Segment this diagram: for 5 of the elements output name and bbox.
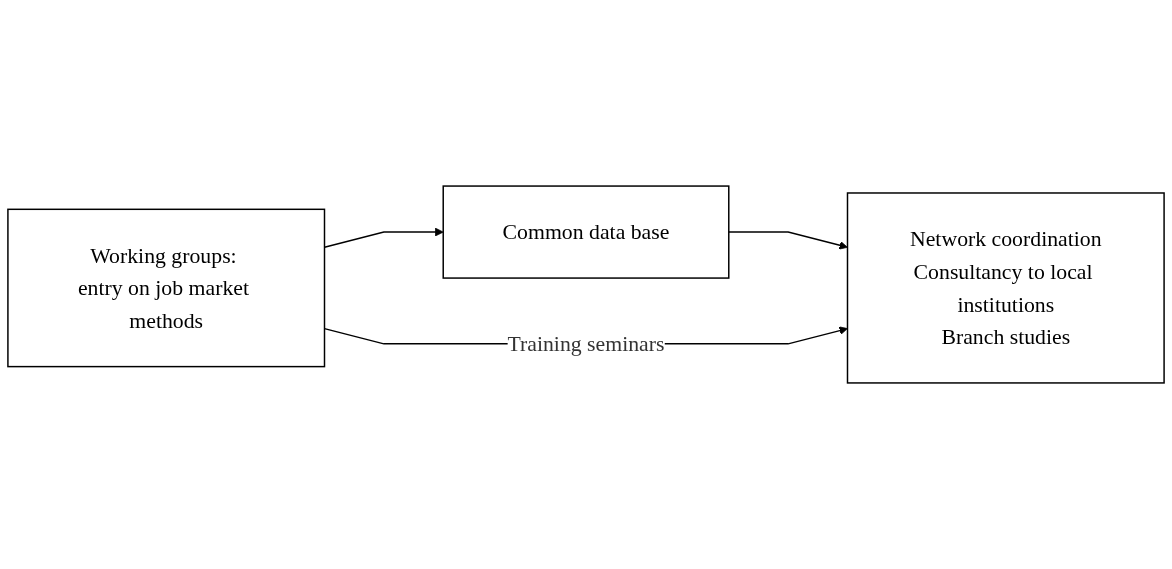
arrow	[728, 231, 848, 250]
node-box: Network coordination Consultancy to local institutions Branch studies	[846, 192, 1165, 384]
edge-label: Training seminars	[507, 331, 665, 357]
node-box: Common data base	[442, 185, 730, 279]
node-box: Working groups: entry on job market methods	[7, 208, 326, 368]
